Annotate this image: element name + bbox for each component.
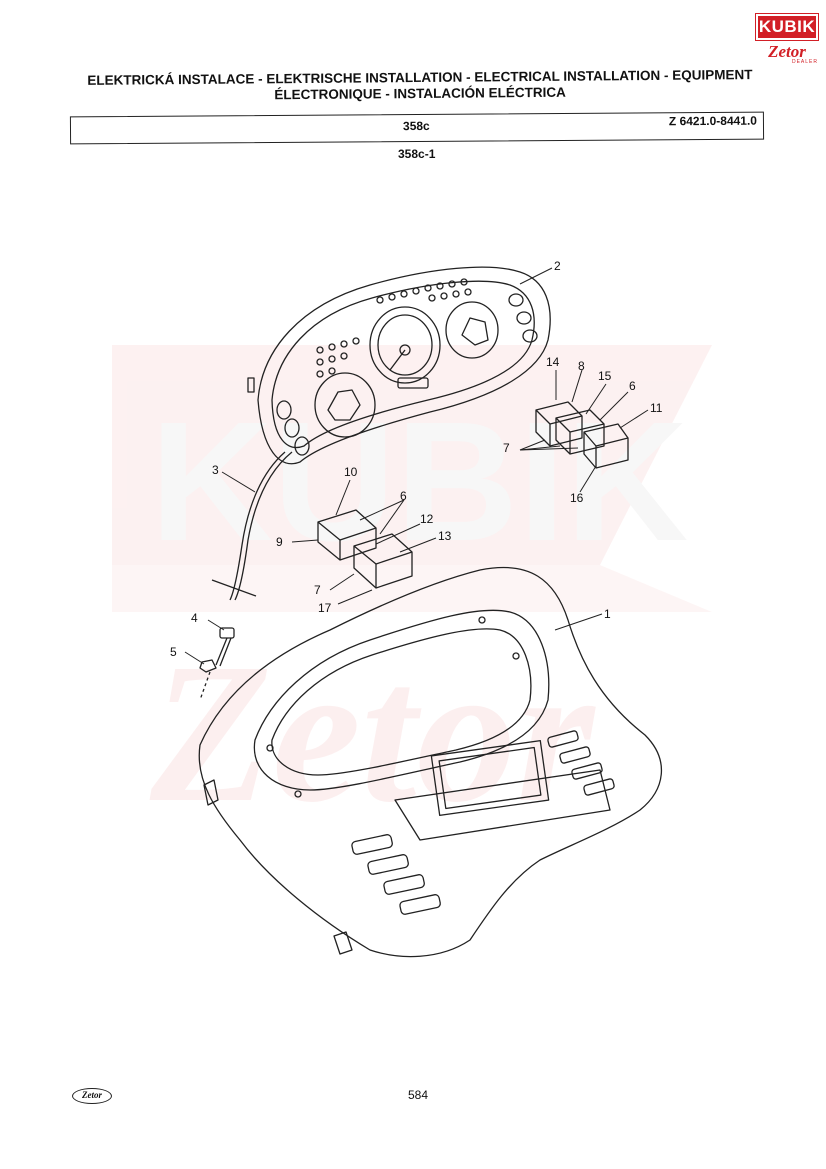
kubik-zetor-logo: KUBIK Zetor DEALER [755,13,819,65]
dashboard-switch-slots-left [351,834,441,915]
zetor-logo-text: Zetor [768,42,806,61]
callout-5: 5 [170,645,177,659]
callout-6-right: 6 [629,379,636,393]
callout-7-left: 7 [314,583,321,597]
switch-group-left [317,509,413,589]
switch-group-right [535,401,629,469]
instrument-cluster [247,266,551,465]
warning-lamps [316,278,472,378]
callout-10: 10 [344,465,358,479]
wiring-harness [234,451,293,601]
dashboard-switch-slots-right [547,730,615,796]
page-number: 584 [408,1088,429,1102]
kubik-logo-text: KUBIK [755,13,819,41]
callout-3: 3 [212,463,219,477]
callout-2: 2 [554,259,561,273]
callout-17: 17 [318,601,332,615]
figure-code: 358c-1 [398,147,436,161]
leader-lines [184,267,649,665]
callout-11: 11 [650,401,663,415]
callout-7-right: 7 [503,441,510,455]
callout-6-left: 6 [400,489,407,503]
svg-text:Zetor: Zetor [149,623,597,844]
screw-and-nut [199,627,235,701]
callout-8: 8 [578,359,585,373]
dashboard-cover [198,566,662,958]
callout-labels: 2 1 3 4 5 14 8 15 6 11 7 16 10 6 12 9 13… [170,259,663,659]
callout-4: 4 [191,611,198,625]
callout-14: 14 [546,355,560,369]
dealer-text: DEALER [791,59,818,65]
callout-9: 9 [276,535,283,549]
watermark: KUBIK Zetor [112,345,712,844]
callout-1: 1 [604,607,611,621]
callout-12: 12 [420,512,434,526]
callout-13: 13 [438,529,452,543]
zetor-footer-logo: Zetor [72,1088,112,1104]
callout-15: 15 [598,369,612,383]
callout-16: 16 [570,491,584,505]
